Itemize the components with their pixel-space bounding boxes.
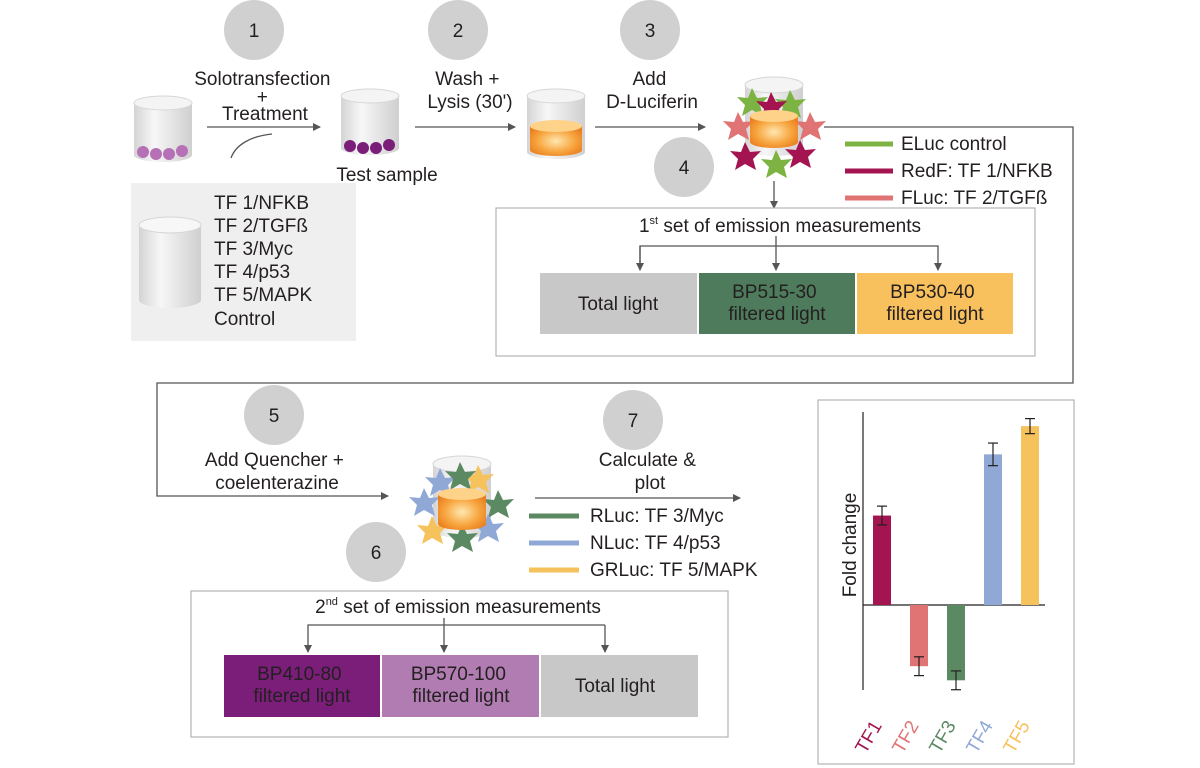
tube-samples [138,216,202,308]
legend-second-set: RLuc: TF 3/Myc NLuc: TF 4/p53 GRLuc: TF … [529,506,758,581]
filter-box-total-light: Total light [540,273,697,334]
filter-box-bg [540,273,697,334]
legend-label: FLuc: TF 2/TGFß [901,188,1047,209]
sample-list: TF 1/NFKB TF 2/TGFß TF 3/Myc TF 4/p53 TF… [214,193,317,330]
tube-luciferin-emission [723,76,826,178]
filter-box-bg [224,655,380,717]
legend-label: NLuc: TF 4/p53 [590,533,721,554]
step-circle [603,390,663,450]
step-number: 6 [371,543,382,564]
step-3-marker: 3 [620,0,680,60]
filter-box-label: Total light [578,294,659,315]
legend-label: RLuc: TF 3/Myc [590,506,724,527]
filter-box-bp410: BP410-80 filtered light [224,655,380,717]
step-circle [346,522,406,582]
emission-stars [409,462,514,552]
filter-box-label: Total light [575,676,656,697]
step-circle [654,137,714,197]
filter-box-label: BP530-40 filtered light [886,282,984,325]
measurement-title-second: 2nd set of emission measurements [315,596,601,618]
step-3-label: Add D-Luciferin [606,69,698,113]
step-number: 4 [679,158,690,179]
test-sample-label: Test sample [336,165,437,186]
tube-lysis [526,88,586,159]
filter-box-label: BP570-100 filtered light [411,664,511,707]
step-circle [428,0,488,60]
tube-coelenterazine-emission [409,455,514,552]
tube-test-sample [340,88,400,155]
step-number: 2 [453,21,464,42]
step-5-label: Add Quencher + coelenterazine [205,450,349,494]
step-circle [620,0,680,60]
step-number: 7 [628,411,639,432]
tube-transfection [133,95,193,162]
filter-box-bg [857,273,1013,334]
filter-box-bp530: BP530-40 filtered light [857,273,1013,334]
bar-tf1 [873,515,891,605]
measurement-title-first: 1st set of emission measurements [639,215,921,237]
y-axis-label: Fold change [840,493,861,598]
filter-box-bg [382,655,539,717]
filter-box-bg [699,273,855,334]
step-7-label: Calculate & plot [599,450,701,494]
filter-box-bp515: BP515-30 filtered light [699,273,855,334]
step-6-marker: 6 [346,522,406,582]
filter-box-total-light-2: Total light [541,655,698,717]
filter-box-label: BP515-30 filtered light [728,282,826,325]
step-circle [224,0,284,60]
bar-tf2 [910,605,928,667]
legend-label: GRLuc: TF 5/MAPK [590,560,758,581]
step-4-marker: 4 [654,137,714,197]
bar-tf5 [1021,426,1039,605]
step-circle [244,385,304,445]
step-2-label: Wash + Lysis (30') [427,69,512,113]
flow-connector [156,126,1074,500]
filter-box-bp570: BP570-100 filtered light [382,655,539,717]
step-2-marker: 2 [428,0,488,60]
step-number: 1 [249,21,260,42]
step-7-marker: 7 [603,390,663,450]
legend-label: ELuc control [901,134,1007,155]
step-number: 3 [645,21,656,42]
legend-label: RedF: TF 1/NFKB [901,161,1053,182]
step-1-label: Solotransfection + Treatment [194,69,336,125]
step-5-marker: 5 [244,385,304,445]
filter-box-label: BP410-80 filtered light [253,664,351,707]
bar-tf3 [947,605,965,681]
step-number: 5 [269,406,280,427]
measurement-branch [304,624,605,653]
treatment-curve [230,133,273,159]
filter-box-bg [541,655,698,717]
step-1-marker: 1 [224,0,284,60]
legend-first-set: ELuc control RedF: TF 1/NFKB FLuc: TF 2/… [845,134,1053,209]
bar-tf4 [984,454,1002,605]
